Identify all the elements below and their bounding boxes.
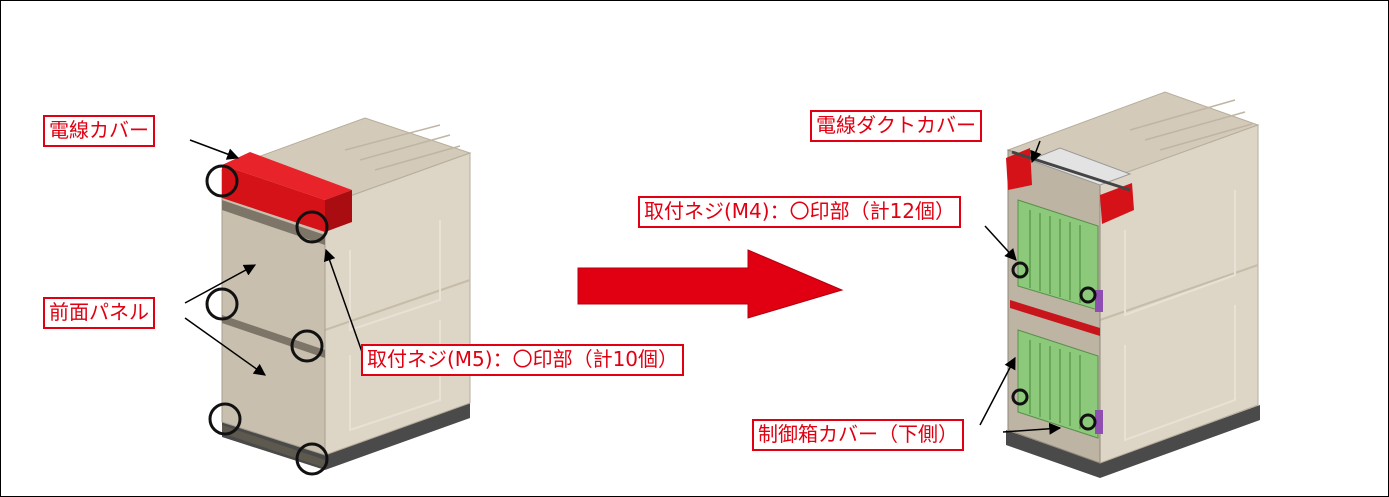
screw-marker [290,329,324,363]
screw-marker [1011,261,1029,279]
screw-marker [208,402,242,436]
wire-duct-cover-part [1006,148,1032,190]
leader-wire-cover [189,139,240,160]
control-box-lower [1017,329,1099,439]
label-front-panel: 前面パネル [43,297,155,329]
cabinet-after [1006,91,1260,478]
leader-control-box-1 [979,356,1016,426]
screw-marker [1011,388,1029,406]
screw-marker [1079,286,1097,304]
screw-marker [205,287,239,321]
leader-front-panel-1 [184,264,257,304]
screw-marker [1079,413,1097,431]
wire-cover-part [222,165,325,232]
label-screws-m4: 取付ネジ(M4)：〇印部（計12個） [638,196,962,228]
label-wire-cover: 電線カバー [43,115,155,147]
label-screws-m5: 取付ネジ(M5)：〇印部（計10個） [361,344,685,376]
leader-front-panel-2 [184,317,266,376]
screw-marker [205,164,239,198]
transition-arrow [577,249,844,319]
leader-control-box-2 [1002,422,1062,435]
label-wire-duct-cover: 電線ダクトカバー [810,110,982,142]
leader-wire-duct-cover [1030,140,1042,164]
leader-screws-m5 [323,248,363,353]
label-control-box-cover: 制御箱カバー（下側） [752,419,964,451]
leader-screws-m4 [984,225,1017,261]
screw-marker [295,210,329,244]
screw-marker [295,442,329,476]
cabinet-before [205,117,472,476]
